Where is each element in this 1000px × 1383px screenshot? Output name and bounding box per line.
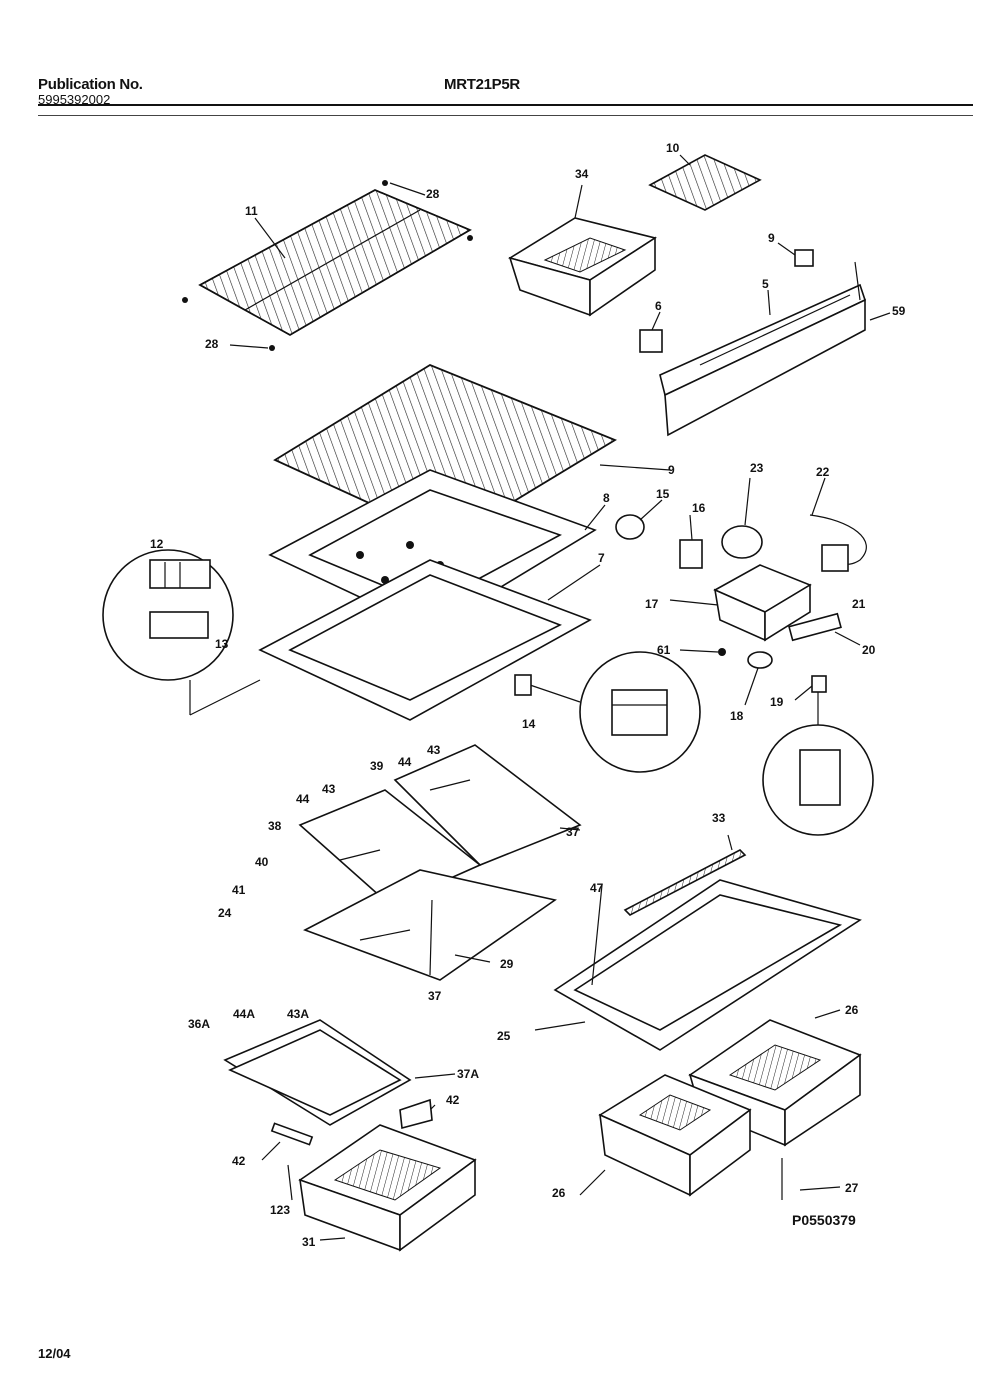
callout: 27 xyxy=(845,1181,859,1195)
callout: 28 xyxy=(426,187,440,201)
callout: 123 xyxy=(270,1203,290,1217)
ice-tray xyxy=(648,154,762,211)
callout: 41 xyxy=(232,883,246,897)
callout: 28 xyxy=(205,337,219,351)
callout: 37 xyxy=(428,989,442,1003)
callout: 10 xyxy=(666,141,680,155)
model-number: MRT21P5R xyxy=(444,76,520,93)
callout: 38 xyxy=(268,819,282,833)
glass-shelves xyxy=(298,744,582,981)
callout: 42 xyxy=(232,1154,246,1168)
control-components xyxy=(615,477,867,706)
callout: 26 xyxy=(552,1186,566,1200)
footer-date: 12/04 xyxy=(38,1346,71,1361)
callout-labels: 34 10 11 28 9 5 6 59 28 9 8 15 16 23 22 … xyxy=(150,141,906,1249)
callout: 37A xyxy=(457,1067,479,1081)
detail-circle-left xyxy=(102,549,234,715)
callout: 37 xyxy=(566,825,580,839)
diagram-part-code: P0550379 xyxy=(792,1212,856,1228)
callout: 8 xyxy=(603,491,610,505)
publication-number: 5995392002 xyxy=(38,92,111,107)
callout: 42 xyxy=(446,1093,460,1107)
callout: 39 xyxy=(370,759,384,773)
publication-label: Publication No. xyxy=(38,76,143,93)
callout: 12 xyxy=(150,537,164,551)
callout: 40 xyxy=(255,855,269,869)
callout: 36A xyxy=(188,1017,210,1031)
callout: 9 xyxy=(768,231,775,245)
callout: 59 xyxy=(892,304,906,318)
trim-strip xyxy=(639,242,891,437)
callout: 20 xyxy=(862,643,876,657)
callout: 26 xyxy=(845,1003,859,1017)
callout: 34 xyxy=(575,167,589,181)
callout: 22 xyxy=(816,465,830,479)
callout: 15 xyxy=(656,487,670,501)
panel xyxy=(189,559,601,721)
callout: 11 xyxy=(245,204,258,218)
callout: 47 xyxy=(590,881,604,895)
callout: 16 xyxy=(692,501,706,515)
crisper-drawers xyxy=(261,1009,862,1252)
header-rule xyxy=(38,104,973,106)
callout: 29 xyxy=(500,957,514,971)
callout: 9 xyxy=(668,463,675,477)
callout: 61 xyxy=(657,643,671,657)
detail-circle-center xyxy=(514,651,701,773)
callout: 19 xyxy=(770,695,784,709)
ice-bin xyxy=(508,184,657,317)
callout: 18 xyxy=(730,709,744,723)
callout: 33 xyxy=(712,811,726,825)
detail-circle-right xyxy=(762,692,874,836)
callout: 24 xyxy=(218,906,232,920)
callout: 44 xyxy=(398,755,412,769)
callout: 31 xyxy=(302,1235,316,1249)
callout: 44A xyxy=(233,1007,255,1021)
callout: 44 xyxy=(296,792,310,806)
callout: 25 xyxy=(497,1029,511,1043)
callout: 21 xyxy=(852,597,866,611)
wire-shelf xyxy=(182,180,473,351)
callout: 43 xyxy=(427,743,441,757)
callout: 13 xyxy=(215,637,229,651)
callout: 5 xyxy=(762,277,769,291)
callout: 17 xyxy=(645,597,659,611)
callout: 7 xyxy=(598,551,605,565)
callout: 6 xyxy=(655,299,662,313)
crisper-cover xyxy=(534,834,862,1051)
callout: 43A xyxy=(287,1007,309,1021)
callout: 43 xyxy=(322,782,336,796)
callout: 14 xyxy=(522,717,536,731)
callout: 23 xyxy=(750,461,764,475)
header-rule-secondary xyxy=(38,115,973,116)
glass-shelf-lower xyxy=(223,1019,456,1130)
